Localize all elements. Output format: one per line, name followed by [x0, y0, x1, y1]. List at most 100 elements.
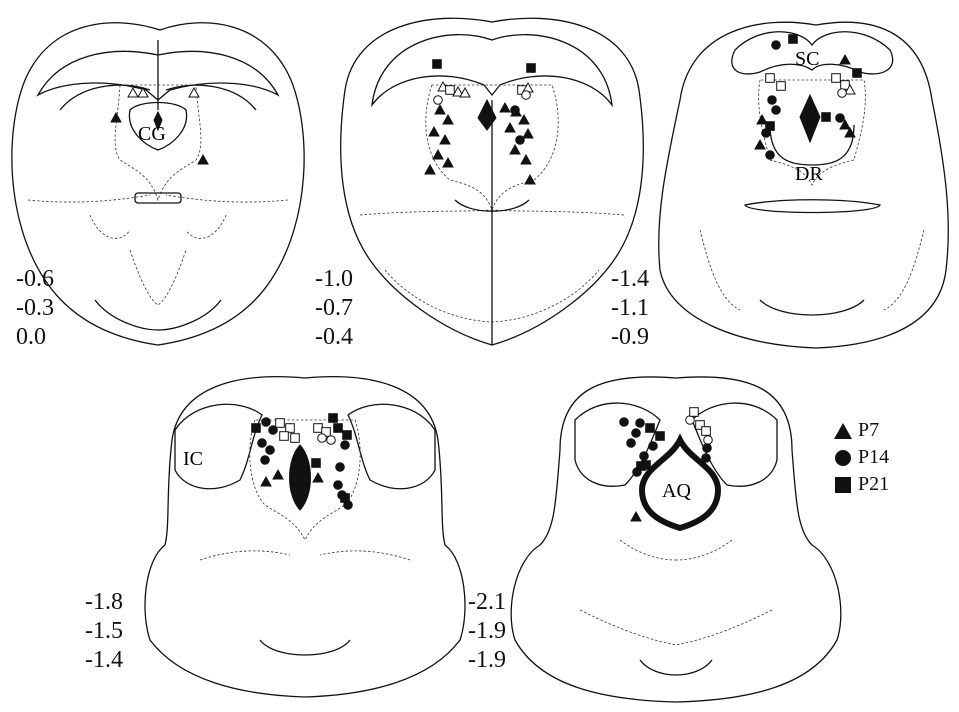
p21-open-marker	[690, 408, 699, 417]
legend-label: P7	[858, 419, 879, 442]
triangle-icon	[832, 421, 854, 441]
p7-marker	[521, 155, 531, 164]
legend-item-p7: P7	[832, 417, 889, 444]
circle-icon	[832, 448, 854, 468]
p7-marker	[111, 113, 121, 122]
p21-marker	[642, 461, 651, 470]
p14-marker	[334, 481, 343, 490]
legend-label: P21	[858, 473, 889, 496]
coord-line: -0.3	[16, 294, 54, 323]
p7-marker	[505, 123, 515, 132]
p7-marker	[443, 115, 453, 124]
p7-marker	[523, 129, 533, 138]
legend-label: P14	[858, 446, 889, 469]
p14-marker	[620, 418, 629, 427]
p7-marker	[525, 175, 535, 184]
p21-marker	[329, 414, 338, 423]
coord-line: -1.4	[611, 265, 649, 294]
p7-marker	[755, 140, 765, 149]
p21-open-marker	[314, 424, 323, 433]
p14-open-marker	[686, 416, 695, 425]
p7-marker	[198, 155, 208, 164]
section-panel-4	[145, 377, 465, 697]
p7-marker	[273, 470, 283, 479]
p21-open-marker	[702, 427, 711, 436]
region-label-sc: SC	[795, 48, 819, 70]
p7-marker	[261, 477, 271, 486]
section-panel-3	[659, 22, 949, 348]
p21-marker	[646, 424, 655, 433]
p21-open-marker	[766, 74, 775, 83]
ventricle-3	[800, 95, 820, 142]
p7-marker	[435, 105, 445, 114]
p14-marker	[702, 454, 711, 463]
p14-marker	[768, 96, 777, 105]
p21-open-marker	[777, 82, 786, 91]
p14-marker	[836, 114, 845, 123]
p14-open-marker	[704, 436, 713, 445]
p7-marker	[425, 165, 435, 174]
p14-marker	[261, 456, 270, 465]
coord-line: -1.9	[468, 617, 506, 646]
legend: P7 P14 P21	[832, 417, 889, 498]
p14-marker	[511, 106, 520, 115]
p14-marker	[266, 446, 275, 455]
coords-panel-1: -0.6 -0.3 0.0	[16, 265, 54, 352]
coords-panel-4: -1.8 -1.5 -1.4	[85, 588, 123, 675]
p21-marker	[312, 459, 321, 468]
p21-marker	[527, 64, 536, 73]
p14-marker	[258, 439, 267, 448]
p7-marker	[440, 135, 450, 144]
p21-marker	[656, 432, 665, 441]
p21-open-marker	[276, 419, 285, 428]
p14-marker	[633, 468, 642, 477]
p7-marker	[443, 158, 453, 167]
p7-marker	[510, 145, 520, 154]
p14-marker	[772, 106, 781, 115]
p14-marker	[516, 136, 525, 145]
p21-open-marker	[832, 74, 841, 83]
p14-marker	[703, 444, 712, 453]
coord-line: -0.6	[16, 265, 54, 294]
ventricle-shapes	[154, 95, 820, 528]
p7-marker	[313, 473, 323, 482]
coord-line: -1.5	[85, 617, 123, 646]
square-icon	[832, 475, 854, 495]
ventricle-4	[290, 445, 311, 510]
coord-line: -0.7	[315, 294, 353, 323]
p21-marker	[822, 113, 831, 122]
p14-open-marker	[838, 89, 847, 98]
coord-line: -1.0	[315, 265, 353, 294]
coord-line: -0.9	[611, 323, 649, 352]
p14-marker	[772, 41, 781, 50]
p21-marker	[343, 431, 352, 440]
p21-marker	[341, 494, 350, 503]
coord-line: -0.4	[315, 323, 353, 352]
section-panel-2	[341, 18, 644, 345]
region-label-cg: CG	[138, 123, 166, 145]
p7-marker	[500, 103, 510, 112]
p14-marker	[640, 452, 649, 461]
coord-line: 0.0	[16, 323, 54, 352]
p21-marker	[853, 69, 862, 78]
coords-panel-3: -1.4 -1.1 -0.9	[611, 265, 649, 352]
p21-marker	[433, 60, 442, 69]
p14-marker	[262, 418, 271, 427]
coords-panel-5: -2.1 -1.9 -1.9	[468, 588, 506, 675]
region-label-dr: DR	[795, 163, 823, 185]
p7-open-marker	[128, 88, 138, 97]
p14-marker	[627, 439, 636, 448]
p7-marker	[433, 150, 443, 159]
p7-marker	[840, 55, 850, 64]
p7-marker	[631, 512, 641, 521]
coord-line: -1.4	[85, 646, 123, 675]
p14-marker	[336, 463, 345, 472]
p21-marker	[252, 424, 261, 433]
p14-open-marker	[434, 96, 443, 105]
p14-marker	[341, 441, 350, 450]
region-label-ic: IC	[183, 448, 203, 470]
legend-item-p21: P21	[832, 471, 889, 498]
p14-marker	[649, 442, 658, 451]
p21-open-marker	[286, 424, 295, 433]
coord-line: -1.8	[85, 588, 123, 617]
